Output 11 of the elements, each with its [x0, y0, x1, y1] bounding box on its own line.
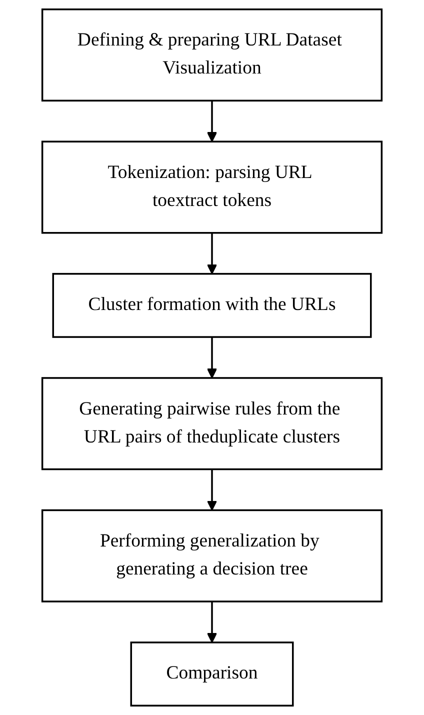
arrow: [206, 337, 218, 378]
node-box: Cluster formation with the URLs: [52, 272, 372, 338]
arrow: [206, 469, 218, 511]
arrow: [206, 232, 218, 274]
arrow: [206, 100, 218, 142]
arrow: [206, 602, 218, 643]
node-box: Defining & preparing URL Dataset Visualization: [41, 8, 383, 102]
node-box: Tokenization: parsing URL toextract tokens: [41, 140, 383, 234]
node-box: Performing generalization by generating a decision tree: [41, 509, 383, 602]
node-box: Generating pairwise rules from the URL pairs of theduplicate clusters: [41, 377, 383, 470]
node-box: Comparison: [130, 642, 294, 707]
